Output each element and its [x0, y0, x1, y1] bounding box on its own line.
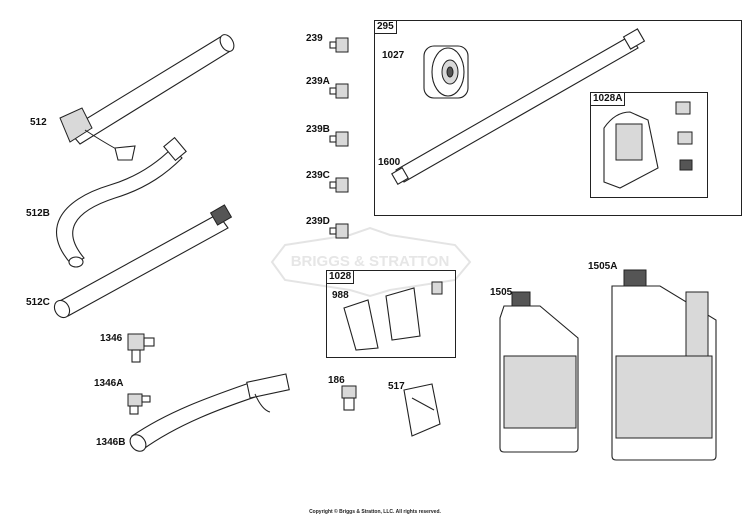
part-label-239b: 239B [306, 124, 330, 135]
kit-frame-1028 [326, 270, 456, 358]
part-label-1028: 1028 [326, 270, 355, 284]
oil-bottle-1505 [499, 291, 579, 453]
part-label-239a: 239A [306, 76, 330, 87]
fuel-line-512 [59, 34, 235, 161]
copyright-notice: Copyright © Briggs & Stratton, LLC. All … [309, 509, 441, 515]
fitting-239b [329, 131, 349, 147]
part-label-239d: 239D [306, 216, 330, 227]
part-label-1346b: 1346B [96, 437, 126, 448]
clip-517 [403, 383, 441, 437]
part-label-1027: 1027 [382, 50, 405, 61]
kit-frame-1028a [590, 92, 708, 198]
part-label-1505: 1505 [490, 287, 513, 298]
part-label-988: 988 [332, 290, 349, 301]
filter-base-1028a [603, 101, 693, 189]
part-label-239: 239 [306, 33, 323, 44]
part-label-517: 517 [388, 381, 405, 392]
part-label-239c: 239C [306, 170, 330, 181]
part-label-186: 186 [328, 375, 345, 386]
fuel-hose-512b [55, 136, 187, 268]
part-label-512b: 512B [26, 208, 50, 219]
fitting-239 [329, 37, 349, 53]
oil-jug-1505a [611, 269, 717, 461]
fuel-line-1600 [391, 28, 646, 185]
part-label-1505a: 1505A [588, 261, 618, 272]
fitting-239d [329, 223, 349, 239]
part-label-512: 512 [30, 117, 47, 128]
part-label-1028a: 1028A [590, 92, 626, 106]
part-label-1346: 1346 [100, 333, 123, 344]
mount-1028 [385, 281, 443, 341]
part-label-512c: 512C [26, 297, 50, 308]
fitting-1346a [127, 393, 151, 415]
fuel-line-1346b [129, 373, 290, 452]
oil-filter-1027 [423, 45, 469, 99]
part-label-1600: 1600 [378, 157, 401, 168]
valve-1346 [127, 333, 155, 363]
part-label-295: 295 [374, 20, 397, 34]
fuel-hose-512c [53, 204, 233, 319]
fitting-239c [329, 177, 349, 193]
part-label-1346a: 1346A [94, 378, 124, 389]
watermark-text: BRIGGS & STRATTON [291, 253, 450, 270]
bracket-988 [343, 299, 379, 351]
fitting-239a [329, 83, 349, 99]
kit-frame-295 [374, 20, 742, 216]
fitting-186 [341, 385, 357, 411]
